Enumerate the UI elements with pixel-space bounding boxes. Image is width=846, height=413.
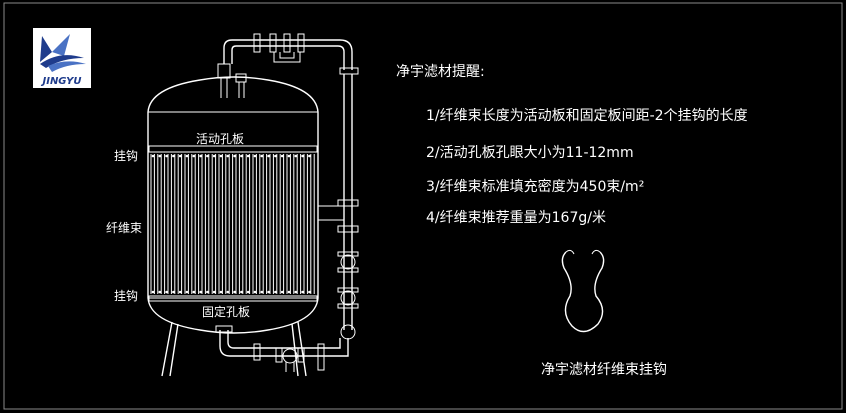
hook-dot xyxy=(287,290,291,294)
hook-dot xyxy=(172,290,175,294)
hook-dot xyxy=(165,290,168,294)
top-nozzle-right xyxy=(235,73,247,83)
hook-dot xyxy=(308,154,311,158)
hook-dot xyxy=(192,154,196,158)
top-flange-1 xyxy=(253,33,261,53)
hook-dot xyxy=(260,154,264,158)
top-nozzle-left xyxy=(217,63,231,79)
side-valve-3 xyxy=(340,324,356,340)
hook-dot xyxy=(240,154,243,158)
hook-dot xyxy=(233,154,236,158)
hook-dot xyxy=(185,154,189,158)
fiber-hook-icon xyxy=(561,249,605,333)
hook-dot xyxy=(308,290,311,294)
hook-dot xyxy=(301,290,304,294)
jingyu-logo: JINGYU xyxy=(33,28,91,88)
hook-dot xyxy=(294,290,298,294)
note-item-2: 2/活动孔板孔眼大小为11-12mm xyxy=(426,145,634,161)
hook-dot xyxy=(226,154,230,158)
note-item-4: 4/纤维束推荐重量为167g/米 xyxy=(426,210,606,226)
note-item-1: 1/纤维束长度为活动板和固定板间距-2个挂钩的长度 xyxy=(426,108,748,124)
fixed-orifice-plate xyxy=(148,295,318,302)
bottom-pipe-outer xyxy=(219,330,349,357)
hook-dot xyxy=(246,154,250,158)
top-flange-3 xyxy=(283,33,291,53)
tank-top-dome xyxy=(147,76,319,113)
top-flange-4 xyxy=(297,33,305,53)
hook-caption: 净宇滤材纤维束挂钩 xyxy=(541,362,667,378)
hook-dot xyxy=(274,290,277,294)
hook-dot xyxy=(260,290,264,294)
tank-leg-right xyxy=(291,321,307,377)
fiber-bundle-array xyxy=(150,154,315,294)
hook-dot xyxy=(253,154,257,158)
top-branch-pipe xyxy=(273,52,301,63)
filter-tank xyxy=(147,33,359,377)
bottom-pipe-inner xyxy=(227,330,341,349)
hook-dot xyxy=(212,154,216,158)
hook-dot xyxy=(178,154,182,158)
hook-dot xyxy=(178,290,182,294)
bottom-flange-1 xyxy=(253,343,261,361)
hook-dot xyxy=(206,154,209,158)
note-item-3: 3/纤维束标准填充密度为450束/m² xyxy=(426,178,644,195)
hook-dot xyxy=(199,290,202,294)
hook-dot xyxy=(267,154,270,158)
label-hook-bottom: 挂钩 xyxy=(114,289,138,303)
logo-brand-text: JINGYU xyxy=(41,76,82,87)
hook-dot xyxy=(158,290,162,294)
hook-dot xyxy=(219,290,223,294)
tank-leg-left xyxy=(161,321,179,377)
hook-dot xyxy=(192,290,196,294)
hook-dot xyxy=(206,290,209,294)
hook-dot xyxy=(280,154,284,158)
hook-dot xyxy=(219,154,223,158)
hook-dot xyxy=(172,154,175,158)
notes-panel: 净宇滤材提醒: 1/纤维束长度为活动板和固定板间距-2个挂钩的长度 2/活动孔板… xyxy=(396,64,748,226)
notes-title: 净宇滤材提醒: xyxy=(396,64,485,80)
hook-dot xyxy=(246,290,250,294)
hook-dot xyxy=(151,290,155,294)
top-flange-2 xyxy=(269,33,277,53)
hook-dot xyxy=(274,154,277,158)
bottom-valve xyxy=(282,348,298,364)
hook-dot xyxy=(165,154,168,158)
label-fixed-plate: 固定孔板 xyxy=(202,304,250,319)
hook-dot xyxy=(199,154,202,158)
side-valve-1 xyxy=(340,254,356,270)
hook-dot xyxy=(294,154,298,158)
top-pipe-inner xyxy=(231,45,345,70)
side-connection-pipe xyxy=(317,205,345,221)
hook-dot xyxy=(253,290,257,294)
hook-dot xyxy=(301,154,304,158)
hook-dot xyxy=(158,154,162,158)
hook-dot xyxy=(267,290,270,294)
hook-dot xyxy=(212,290,216,294)
hook-dot xyxy=(280,290,284,294)
label-hook-top: 挂钩 xyxy=(114,149,138,163)
hook-dot xyxy=(287,154,291,158)
tank-bottom-dome xyxy=(147,297,319,334)
hook-dot xyxy=(185,290,189,294)
hook-dot xyxy=(226,290,230,294)
bottom-flange-4 xyxy=(317,343,325,371)
hook-dot xyxy=(240,290,243,294)
hook-dot xyxy=(233,290,236,294)
active-orifice-plate xyxy=(148,145,318,153)
label-active-plate: 活动孔板 xyxy=(196,132,244,146)
bottom-flange-2 xyxy=(275,347,283,363)
hook-dot xyxy=(151,154,155,158)
side-flange-mid-2 xyxy=(337,225,359,233)
top-pipe-outer xyxy=(223,39,353,70)
side-valve-2 xyxy=(340,290,356,306)
bottom-flange-3 xyxy=(297,347,305,363)
jingyu-logo-icon xyxy=(40,34,86,72)
drawing-frame xyxy=(3,2,843,410)
bottom-nozzle-flange xyxy=(215,325,233,333)
side-pipe-flange-top xyxy=(339,67,359,75)
label-fiber-bundle: 纤维束 xyxy=(106,221,142,235)
side-flange-mid xyxy=(337,199,359,207)
